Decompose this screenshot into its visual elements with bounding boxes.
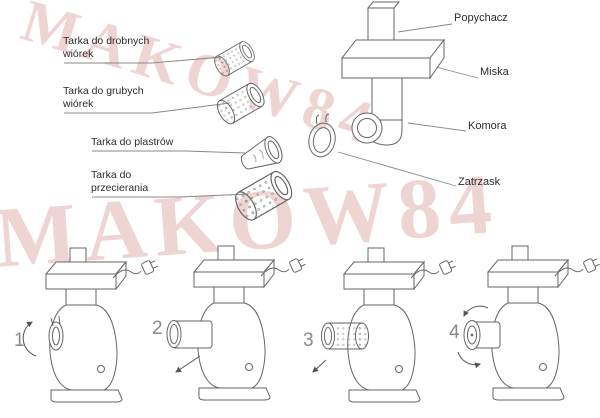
puree-drum-icon bbox=[230, 167, 297, 225]
leader-line-slicing-grater bbox=[92, 150, 246, 154]
insert-arrow bbox=[175, 355, 201, 373]
step-4-number: 4 bbox=[449, 322, 460, 343]
label-puree-grater: Tarka do przecierania bbox=[91, 169, 148, 195]
chamber-opening bbox=[357, 118, 377, 138]
chamber-part bbox=[371, 77, 403, 121]
bowl-part bbox=[340, 39, 446, 59]
leader-line-pusher bbox=[397, 23, 453, 33]
label-fine-shavings-grater: Tarka do drobnych wiórek bbox=[63, 35, 149, 61]
rotate-arrow bbox=[457, 351, 481, 369]
step-2-number: 2 bbox=[152, 318, 163, 339]
slicing-cone-icon bbox=[236, 133, 286, 177]
grinder-assembly-diagram bbox=[340, 1, 446, 146]
label-line: Tarka do bbox=[91, 169, 132, 181]
label-chamber: Komora bbox=[468, 120, 507, 132]
label-line: wiórek bbox=[63, 98, 94, 111]
label-line: Tarka do plastrów bbox=[91, 136, 174, 148]
leader-line-bowl bbox=[431, 65, 479, 79]
latch-ring-icon bbox=[308, 113, 336, 158]
step-1-figure bbox=[22, 247, 160, 403]
label-line: Tarka do drobnych bbox=[63, 35, 150, 47]
leader-line-chamber bbox=[407, 122, 467, 132]
bowl-part bbox=[429, 38, 445, 80]
label-coarse-shavings-grater: Tarka do grubych wiórek bbox=[63, 85, 144, 111]
label-pusher: Popychacz bbox=[454, 12, 508, 24]
leader-lines bbox=[64, 23, 479, 198]
leader-line-coarse-grater bbox=[64, 102, 231, 114]
bowl-part bbox=[341, 57, 431, 79]
label-bowl: Miska bbox=[480, 66, 509, 78]
label-line: Tarka do grubych bbox=[63, 85, 144, 97]
step-2-figure bbox=[166, 245, 308, 401]
label-line: wiórek bbox=[63, 48, 94, 61]
inserted-drum-icon bbox=[321, 322, 369, 350]
rotate-arrow bbox=[22, 321, 37, 357]
leader-line-puree-grater bbox=[92, 193, 249, 198]
step-4-figure bbox=[457, 245, 600, 401]
label-latch: Zatrzask bbox=[458, 176, 501, 188]
leader-line-latch bbox=[337, 151, 457, 187]
step-3-figure bbox=[312, 247, 458, 403]
rotate-arrow bbox=[463, 305, 489, 317]
label-slicing-grater: Tarka do plastrów bbox=[91, 136, 173, 149]
pusher-part bbox=[366, 1, 401, 9]
leader-line-fine-grater bbox=[64, 56, 223, 64]
coarse-shavings-drum-icon bbox=[213, 79, 269, 128]
step-3-number: 3 bbox=[303, 330, 314, 351]
insert-arrow bbox=[312, 359, 327, 373]
step-1-number: 1 bbox=[14, 330, 25, 351]
label-line: przecierania bbox=[91, 182, 149, 195]
fine-shavings-drum-icon bbox=[211, 38, 258, 79]
